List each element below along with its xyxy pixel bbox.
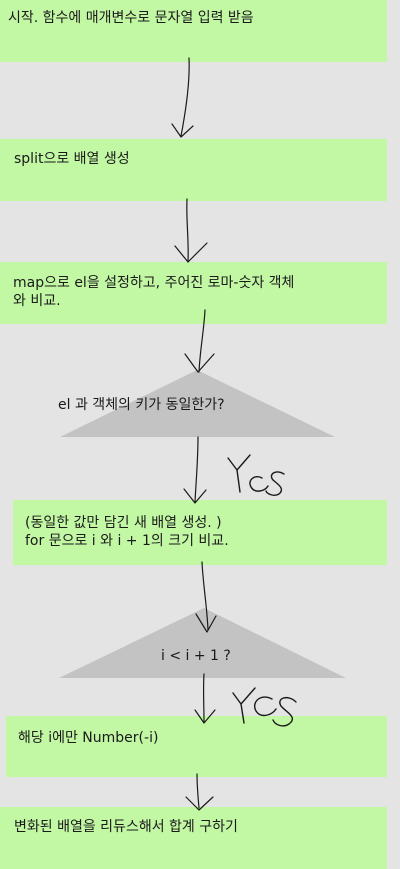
arrow-3	[184, 309, 215, 373]
step-start-box: 시작. 함수에 매개변수로 문자열 입력 받음	[0, 0, 387, 62]
decision-triangle-1	[60, 370, 335, 437]
step-negate-text: 해당 i에만 Number(-i)	[18, 730, 159, 746]
step-reduce-box: 변화된 배열을 리듀스해서 합계 구하기	[0, 807, 387, 869]
step-compare-text-line-1: (동일한 값만 담긴 새 배열 생성. )	[25, 515, 222, 531]
arrow-4	[183, 436, 207, 504]
arrow-2	[174, 198, 208, 263]
arrow-7	[185, 773, 214, 811]
step-reduce-text: 변화된 배열을 리듀스해서 합계 구하기	[14, 819, 238, 835]
arrow-1	[171, 57, 194, 138]
step-start-text: 시작. 함수에 매개변수로 문자열 입력 받음	[8, 10, 254, 26]
handwritten-yes-2	[232, 687, 297, 727]
decision-triangle-2	[59, 608, 346, 678]
arrow-5	[195, 561, 217, 633]
decision-label-2: i < i + 1 ?	[161, 648, 231, 664]
arrow-6	[194, 673, 216, 724]
step-split-text: split으로 배열 생성	[14, 151, 130, 167]
step-map-text-line-2: 와 비교.	[13, 293, 61, 309]
step-map-box: map으로 el을 설정하고, 주어진 로마-숫자 객체 와 비교.	[0, 262, 387, 324]
step-split-box: split으로 배열 생성	[0, 139, 387, 201]
decision-label-1: el 과 객체의 키가 동일한가?	[58, 397, 225, 413]
step-map-text-line-1: map으로 el을 설정하고, 주어진 로마-숫자 객체	[13, 275, 295, 291]
handwritten-yes-1	[227, 454, 285, 496]
step-negate-box: 해당 i에만 Number(-i)	[6, 716, 387, 777]
step-compare-box: (동일한 값만 담긴 새 배열 생성. ) for 문으로 i 와 i + 1의…	[13, 500, 387, 565]
step-compare-text-line-2: for 문으로 i 와 i + 1의 크기 비교.	[25, 533, 229, 549]
